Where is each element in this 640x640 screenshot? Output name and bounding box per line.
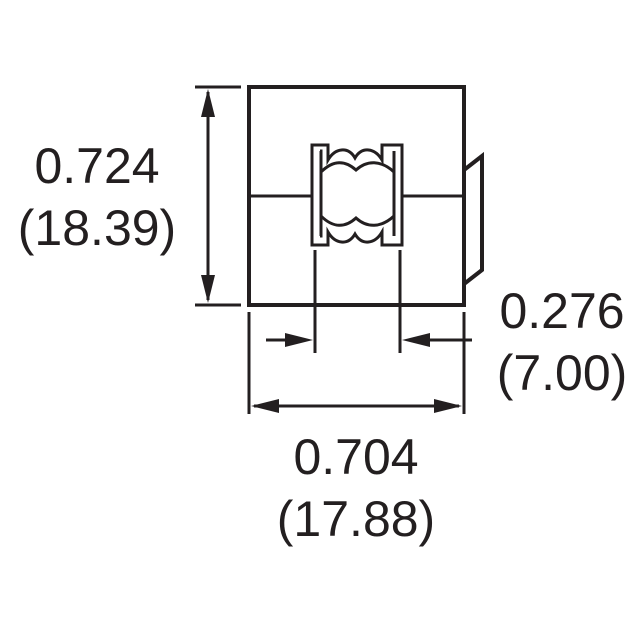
width-arrow-right-icon bbox=[434, 399, 462, 413]
height-inch-label: 0.724 bbox=[34, 138, 159, 194]
width-arrow-left-icon bbox=[251, 399, 279, 413]
gap-arrow-right-icon bbox=[285, 333, 313, 347]
gap-inch-label: 0.276 bbox=[499, 283, 624, 339]
gap-arrow-left-icon bbox=[402, 333, 430, 347]
center-window bbox=[310, 143, 404, 247]
window-inner bbox=[319, 149, 396, 238]
height-mm-label: (18.39) bbox=[18, 200, 176, 256]
height-dimension bbox=[195, 85, 241, 307]
width-dimension bbox=[247, 312, 466, 414]
width-mm-label: (17.88) bbox=[277, 491, 435, 547]
height-arrow-down-icon bbox=[201, 275, 215, 303]
window-outer bbox=[310, 143, 404, 247]
gap-mm-label: (7.00) bbox=[497, 345, 628, 401]
height-arrow-up-icon bbox=[201, 89, 215, 117]
component-body-outline bbox=[247, 85, 484, 307]
width-inch-label: 0.704 bbox=[293, 429, 418, 485]
gap-dimension bbox=[266, 250, 472, 353]
side-tab bbox=[462, 151, 484, 286]
